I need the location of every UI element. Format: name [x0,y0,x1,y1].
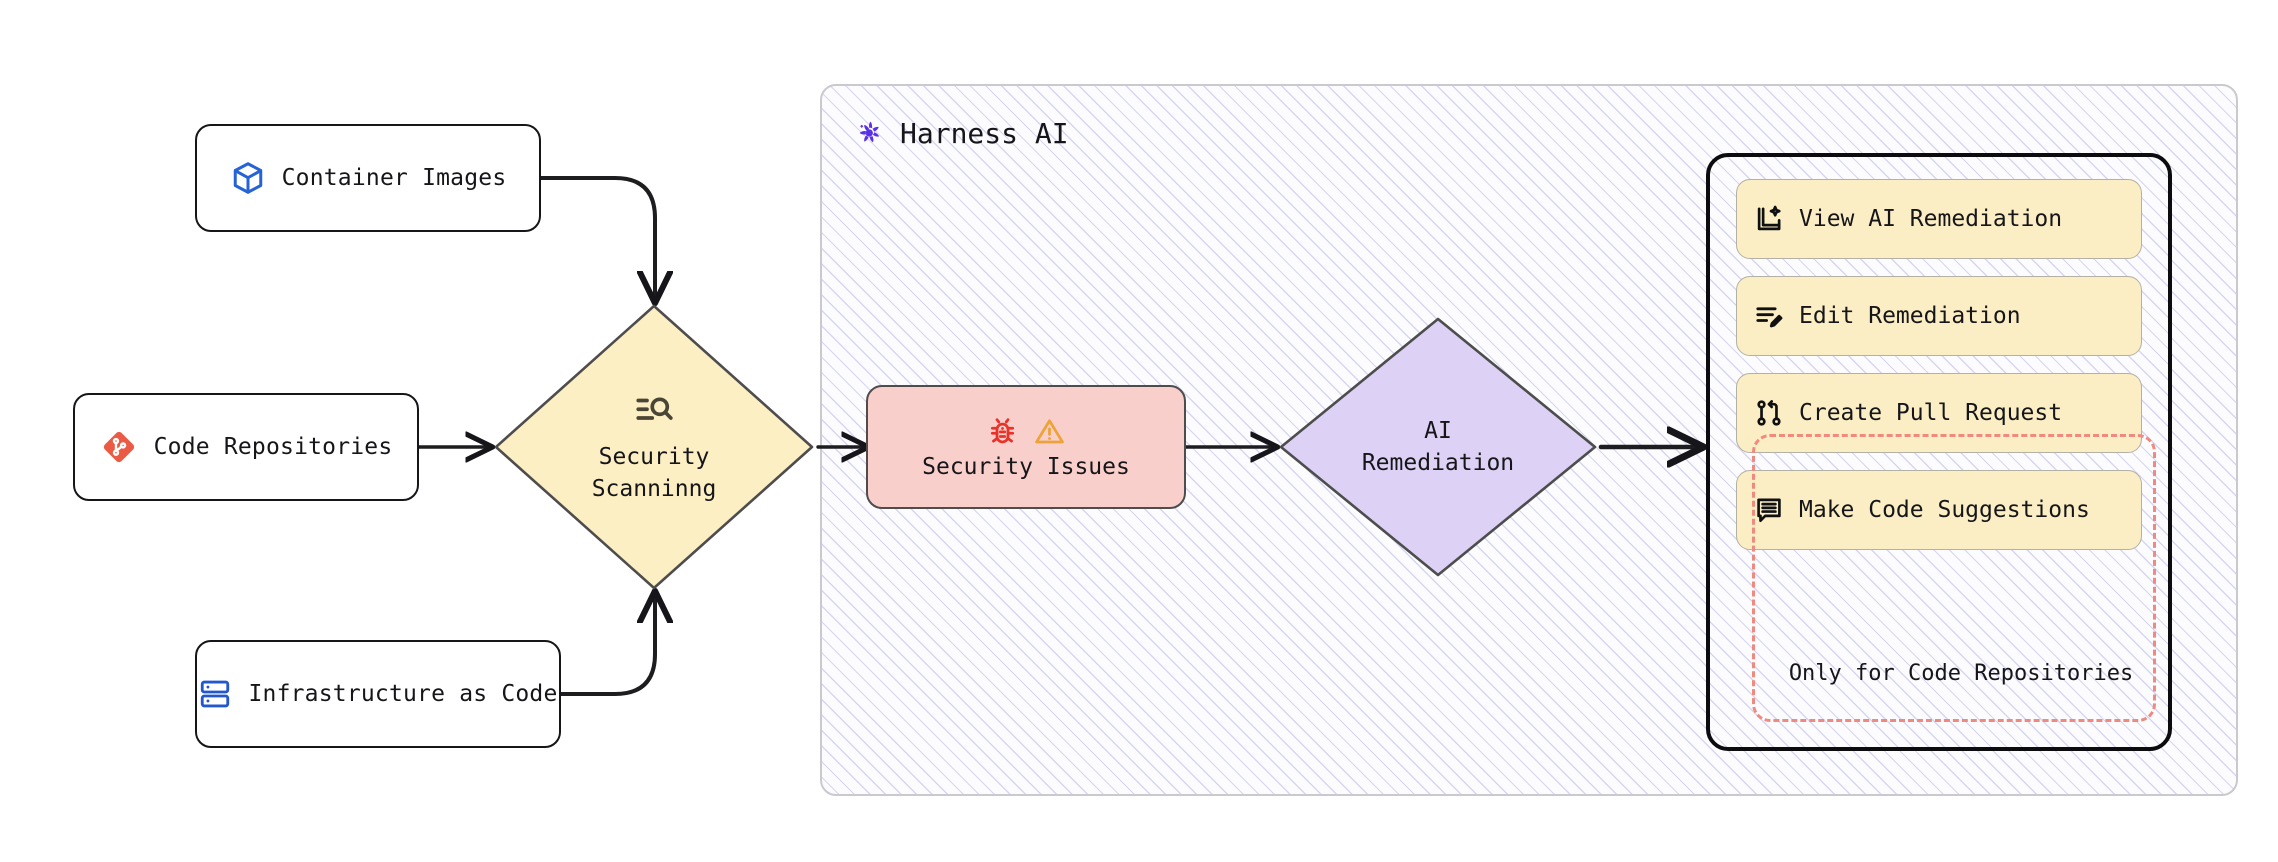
harness-ai-title-group: Harness AI [852,116,1069,150]
action-create-pull-request[interactable]: Create Pull Request [1736,373,2142,453]
remediation-actions-panel: View AI Remediation Edit Remediation [1706,153,2172,751]
diamond-shape [1279,317,1597,577]
harness-ai-title: Harness AI [900,116,1069,150]
security-issue-icons [986,415,1066,448]
action-label: Edit Remediation [1799,302,2021,329]
diamond-shape [494,304,814,590]
action-label: Make Code Suggestions [1799,496,2090,523]
node-ai-remediation[interactable]: AI Remediation [1275,313,1601,581]
action-view-ai-remediation[interactable]: View AI Remediation [1736,179,2142,259]
server-stack-icon [198,677,232,711]
action-edit-remediation[interactable]: Edit Remediation [1736,276,2142,356]
box-icon [230,160,266,196]
node-label: Container Images [281,164,507,191]
node-label: Security Issues [922,453,1130,480]
node-infrastructure-as-code[interactable]: Infrastructure as Code [195,640,561,748]
node-code-repositories[interactable]: Code Repositories [73,393,419,501]
git-branch-diamond-icon [100,428,138,466]
node-security-issues[interactable]: Security Issues [866,385,1186,509]
list-pencil-icon [1753,300,1785,332]
action-label: View AI Remediation [1799,205,2063,232]
node-security-scanning[interactable]: Security Scanninng [490,300,818,594]
node-container-images[interactable]: Container Images [195,124,541,232]
node-label: Code Repositories [153,433,393,460]
action-make-code-suggestions[interactable]: Make Code Suggestions [1736,470,2142,550]
action-label: Create Pull Request [1799,399,2063,426]
node-label: Infrastructure as Code [248,680,558,707]
git-pull-request-icon [1753,397,1785,429]
comment-lines-icon [1753,494,1785,526]
document-sparkle-icon [1753,203,1785,235]
code-repositories-only-caption: Only for Code Repositories [1788,661,2134,686]
warning-triangle-icon [1033,415,1066,448]
bug-icon [986,415,1019,448]
harness-pinwheel-logo [852,116,886,150]
